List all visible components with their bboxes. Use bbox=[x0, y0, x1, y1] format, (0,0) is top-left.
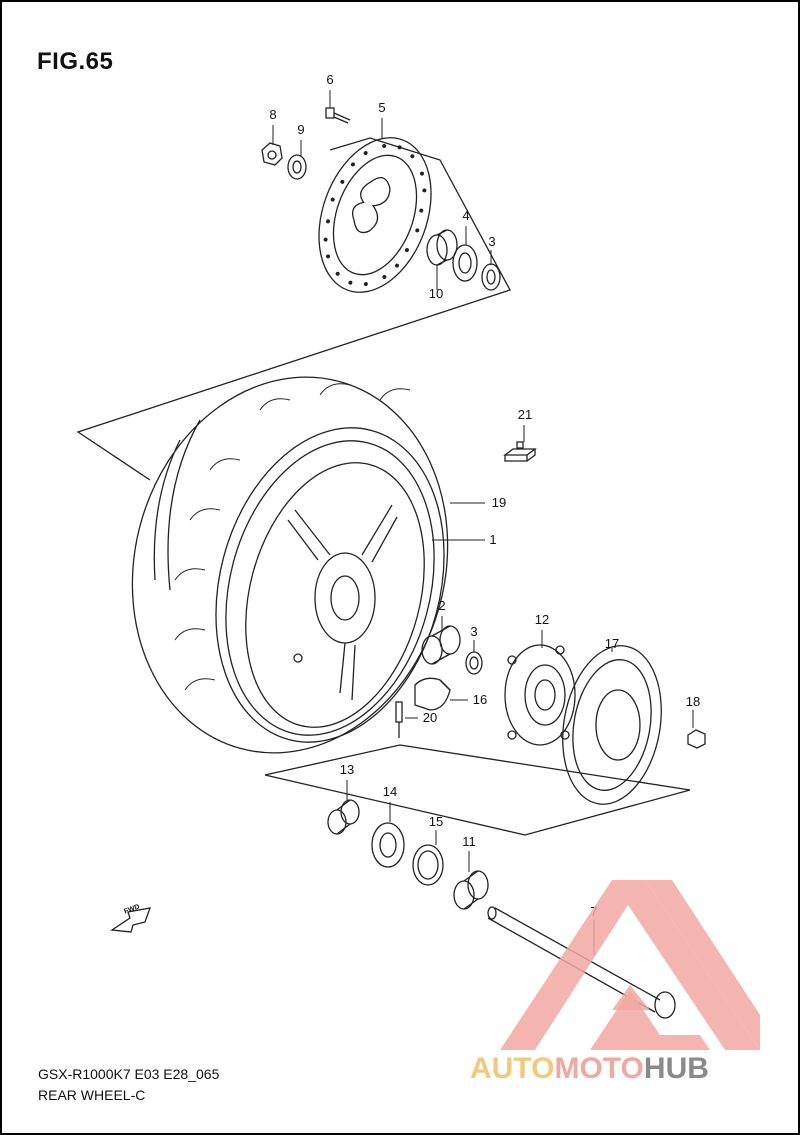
disc-washer bbox=[287, 154, 307, 180]
callout-1: 1 bbox=[489, 532, 496, 547]
assembly-name: REAR WHEEL-C bbox=[38, 1087, 146, 1103]
callout-17: 17 bbox=[605, 636, 619, 651]
callout-4: 4 bbox=[462, 208, 469, 223]
callout-9: 9 bbox=[297, 122, 304, 137]
disc-bolt bbox=[325, 107, 351, 124]
oil-seal-left bbox=[481, 263, 501, 291]
wheel-bearing-left bbox=[452, 244, 478, 282]
rear-tire bbox=[131, 376, 449, 754]
callout-10: 10 bbox=[429, 286, 443, 301]
callout-14: 14 bbox=[383, 784, 397, 799]
leader-lines bbox=[272, 90, 694, 955]
callout-21: 21 bbox=[518, 407, 532, 422]
callout-16: 16 bbox=[473, 692, 487, 707]
axle-collar bbox=[453, 870, 489, 910]
oil-seal-right bbox=[465, 651, 483, 675]
callout-18: 18 bbox=[686, 694, 700, 709]
watermark-triangle bbox=[500, 880, 760, 1050]
watermark-logo: AUTOMOTOHUB bbox=[470, 1052, 709, 1086]
watermark-hub: HUB bbox=[643, 1052, 709, 1085]
balance-weight bbox=[503, 441, 537, 462]
callout-8: 8 bbox=[269, 107, 276, 122]
callout-12: 12 bbox=[535, 612, 549, 627]
hub-collar bbox=[421, 625, 461, 665]
figure-title: FIG.65 bbox=[37, 48, 114, 75]
watermark-moto: MOTO bbox=[554, 1052, 644, 1085]
callout-5: 5 bbox=[378, 100, 385, 115]
hub-spacer bbox=[426, 229, 458, 266]
rear-sprocket bbox=[562, 645, 662, 805]
sprocket-drum bbox=[504, 644, 576, 746]
fwd-arrow-icon bbox=[110, 907, 151, 933]
assembly-outline bbox=[76, 137, 691, 836]
sprocket-damper bbox=[414, 677, 451, 711]
callout-11: 11 bbox=[462, 834, 476, 849]
watermark-auto: AUTO bbox=[470, 1052, 555, 1085]
disc-nut bbox=[261, 142, 283, 166]
rear-wheel bbox=[225, 440, 435, 736]
callout-19: 19 bbox=[492, 495, 506, 510]
callout-3: 3 bbox=[470, 624, 477, 639]
callout-3: 3 bbox=[488, 234, 495, 249]
callout-15: 15 bbox=[429, 814, 443, 829]
callout-6: 6 bbox=[326, 72, 333, 87]
oil-seal-sprocket bbox=[412, 844, 444, 886]
model-code: GSX-R1000K7 E03 E28_065 bbox=[38, 1066, 220, 1082]
callout-2: 2 bbox=[438, 598, 445, 613]
callout-20: 20 bbox=[423, 710, 437, 725]
axle-spacer-left bbox=[327, 799, 360, 835]
sprocket-nut bbox=[687, 729, 706, 749]
tire-valve bbox=[395, 701, 403, 738]
wheel-bearing-right bbox=[371, 822, 405, 868]
callout-13: 13 bbox=[340, 762, 354, 777]
brake-disc bbox=[318, 137, 432, 293]
